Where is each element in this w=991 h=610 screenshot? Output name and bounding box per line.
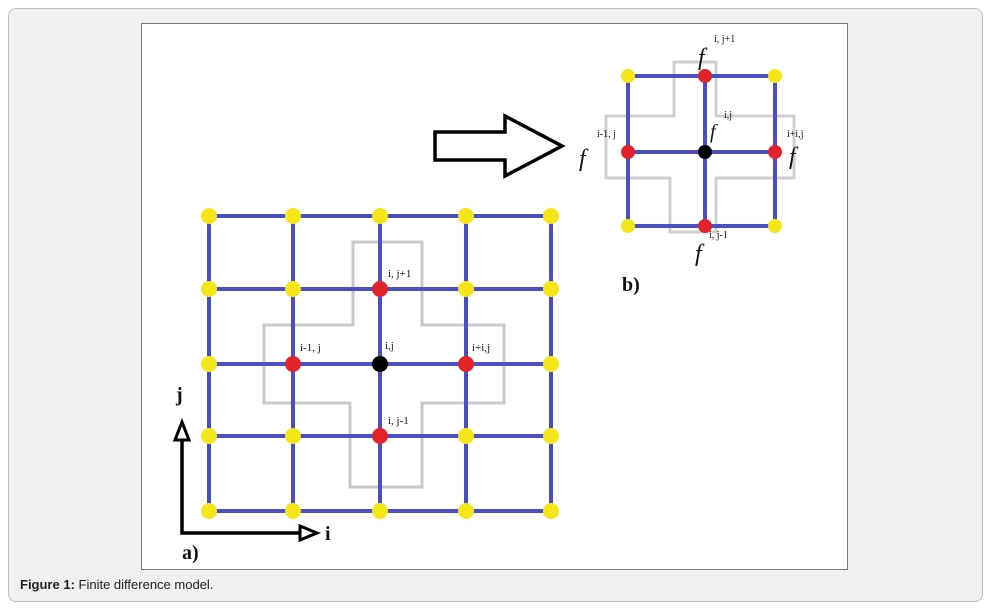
neighbor-node [458,356,474,372]
neighbor-node [621,145,635,159]
svg-text:i-1, j: i-1, j [597,129,616,140]
boundary-node [543,281,559,297]
node-label-bottom: i, j-1 [388,415,409,427]
axis-j-arrowhead [172,417,192,442]
boundary-node [768,69,782,83]
neighbor-node [285,356,301,372]
grid-nodes-a [201,208,559,519]
boundary-node [201,281,217,297]
boundary-node [285,503,301,519]
svg-text:f: f [695,241,705,267]
svg-text:f: f [698,45,708,71]
panel-b: f i, j+1 f i-1, j f i,j f i+i,j f i, j-1… [579,34,803,296]
boundary-node [201,208,217,224]
boundary-node [285,428,301,444]
neighbor-node [372,428,388,444]
boundary-node [458,428,474,444]
boundary-node [201,503,217,519]
center-node [698,145,712,159]
boundary-node [621,219,635,233]
panel-a: i, j+1 i-1, j i,j i+i,j i, j-1 j i a) [172,208,559,564]
node-label-center: i,j [385,340,394,352]
neighbor-node [698,219,712,233]
boundary-node [458,503,474,519]
boundary-node [458,208,474,224]
finite-difference-diagram: i, j+1 i-1, j i,j i+i,j i, j-1 j i a) [172,34,803,564]
svg-text:i,j: i,j [724,110,732,121]
boundary-node [372,503,388,519]
axis-i-label: i [325,523,331,545]
boundary-node [458,281,474,297]
neighbor-node [698,69,712,83]
transition-arrow-icon [433,113,566,179]
svg-text:f: f [789,144,799,170]
boundary-node [543,428,559,444]
node-label-left: i-1, j [300,342,321,354]
boundary-node [285,281,301,297]
node-label-right: i+i,j [472,342,490,354]
panel-b-label: b) [622,274,640,296]
figure-caption: Figure 1: Finite difference model. [20,577,213,592]
f-label-top: f i, j+1 [698,34,735,71]
f-label-right: f i+i,j [787,129,803,170]
neighbor-node [768,145,782,159]
caption-label: Figure 1: [20,577,75,592]
f-label-bottom: f i, j-1 [695,230,728,267]
grid-nodes-b [621,69,782,233]
axis-j-label: j [175,384,183,406]
boundary-node [543,356,559,372]
boundary-node [543,503,559,519]
boundary-node [285,208,301,224]
f-label-center: f i,j [710,110,732,143]
f-label-left: f i-1, j [579,129,616,172]
axis-arrows [172,417,321,543]
caption-text: Finite difference model. [78,577,214,592]
svg-text:i, j-1: i, j-1 [709,230,728,241]
svg-text:i, j+1: i, j+1 [714,34,735,45]
boundary-node [201,428,217,444]
boundary-node [372,208,388,224]
svg-text:f: f [710,121,718,143]
boundary-node [543,208,559,224]
stencil-outline-a [262,240,506,489]
node-label-top: i, j+1 [388,268,411,280]
axis-i-arrowhead [298,523,321,543]
boundary-node [768,219,782,233]
boundary-node [621,69,635,83]
center-node [372,356,388,372]
panel-a-label: a) [182,542,199,564]
svg-text:f: f [579,146,589,172]
svg-text:i+i,j: i+i,j [787,129,803,140]
figure-image: i, j+1 i-1, j i,j i+i,j i, j-1 j i a) [141,23,848,570]
boundary-node [201,356,217,372]
stencil-outline-b [604,60,796,234]
neighbor-node [372,281,388,297]
